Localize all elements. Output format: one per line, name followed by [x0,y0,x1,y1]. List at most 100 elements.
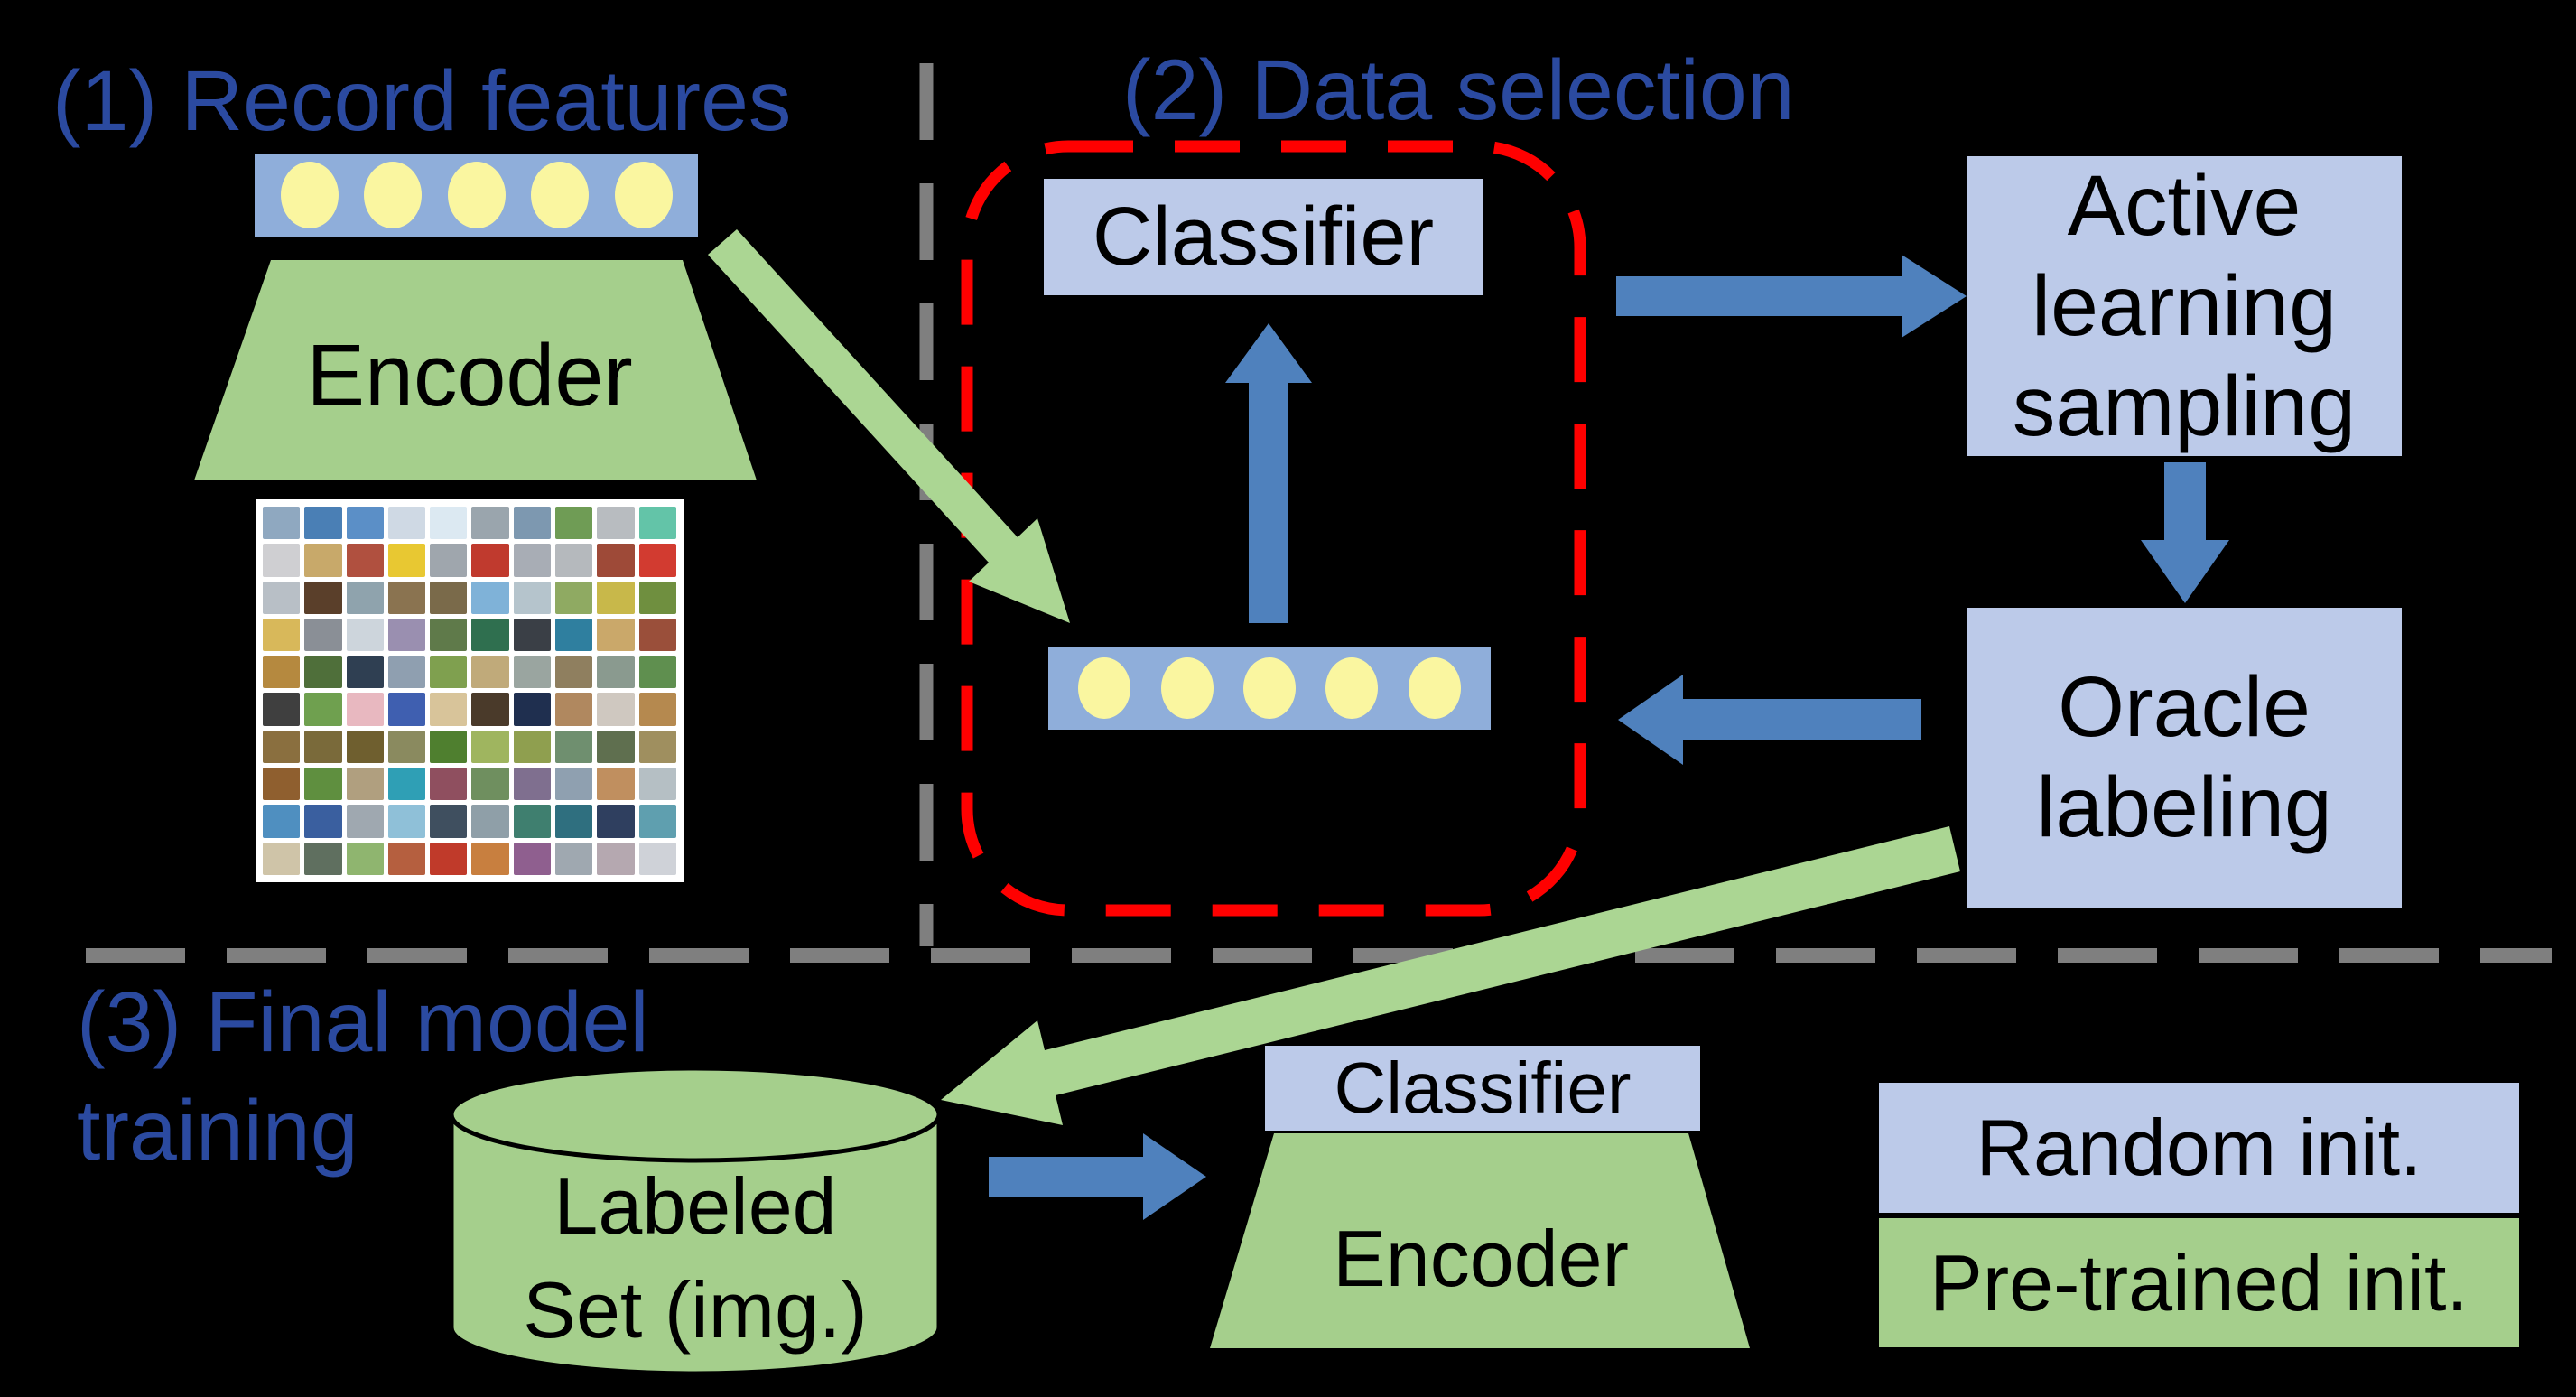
labeled-set-label: Labeled Set (img.) [523,1161,868,1355]
thumbnail-tile [387,618,426,652]
thumbnail-tile [471,842,509,875]
thumbnail-tile [387,581,426,614]
classifier-box-selection: Classifier [1044,179,1483,295]
thumbnail-tile [430,842,468,875]
thumbnail-tile [304,842,342,875]
thumbnail-tile [263,507,301,540]
thumbnail-tile [387,544,426,577]
thumbnail-tile [387,507,426,540]
thumbnail-tile [597,656,635,689]
feature-dot [280,162,339,228]
thumbnail-tile [638,581,676,614]
labeled-set-cylinder-body [451,1114,939,1374]
thumbnail-tile [430,544,468,577]
arrow-oracle-to-selection [1618,675,1921,765]
thumbnail-tile [471,544,509,577]
thumbnail-tile [471,768,509,801]
thumbnail-tile [263,730,301,764]
thumbnail-tile [430,805,468,838]
thumbnail-tile [430,507,468,540]
thumbnail-tile [430,581,468,614]
thumbnail-tile [304,618,342,652]
thumbnail-tile [304,768,342,801]
thumbnail-tile [471,618,509,652]
thumbnail-tile [304,507,342,540]
thumbnail-tile [597,730,635,764]
thumbnail-tile [387,656,426,689]
thumbnail-tile [555,805,593,838]
thumbnail-tile [555,768,593,801]
feature-vector-top [255,154,698,237]
thumbnail-tile [346,507,384,540]
thumbnail-tile [471,693,509,726]
feature-dot [447,162,506,228]
thumbnail-tile [346,805,384,838]
thumbnail-tile [346,768,384,801]
feature-dot [1325,657,1379,719]
thumbnail-tile [263,544,301,577]
thumbnail-tile [638,507,676,540]
thumbnail-tile [597,581,635,614]
thumbnail-tile [555,693,593,726]
thumbnail-tile [513,842,552,875]
thumbnail-tile [555,842,593,875]
thumbnail-tile [471,730,509,764]
thumbnail-tile [346,693,384,726]
feature-vector-selection [1048,647,1491,730]
feature-dot [614,162,673,228]
thumbnail-tile [430,693,468,726]
thumbnail-tile [304,581,342,614]
thumbnail-tile [471,507,509,540]
thumbnail-tile [387,730,426,764]
thumbnail-tile [638,656,676,689]
labeled-set-cylinder-top [449,1066,942,1163]
thumbnail-tile [263,581,301,614]
thumbnail-tile [555,730,593,764]
thumbnail-tile [263,693,301,726]
thumbnail-tile [597,768,635,801]
thumbnail-tile [513,656,552,689]
thumbnail-tile [430,768,468,801]
arrow-encoder-to-selection [708,229,1070,623]
thumbnail-tile [597,507,635,540]
section-2-title: (2) Data selection [1122,42,1795,138]
thumbnail-tile [638,768,676,801]
thumbnail-tile [346,581,384,614]
random-init-box: Random init. [1879,1083,2519,1213]
thumbnail-tile [555,507,593,540]
thumbnail-tile [387,693,426,726]
encoder-bottom-label: Encoder [1333,1214,1629,1303]
thumbnail-tile [638,730,676,764]
arrow-active-to-oracle [2141,462,2229,603]
feature-dot [364,162,422,228]
thumbnail-tile [263,656,301,689]
feature-dot [531,162,589,228]
thumbnail-tile [513,544,552,577]
thumbnail-tile [513,507,552,540]
thumbnail-tile [597,805,635,838]
arrow-feature-to-classifier [1225,323,1312,623]
thumbnail-tile [471,581,509,614]
thumbnail-tile [555,581,593,614]
thumbnail-tile [513,693,552,726]
thumbnail-tile [304,656,342,689]
thumbnail-tile [513,581,552,614]
encoder-trapezoid-top [194,260,757,480]
encoder-top-label: Encoder [306,326,633,424]
thumbnail-tile [346,544,384,577]
thumbnail-tile [638,618,676,652]
feature-dot [1160,657,1214,719]
thumbnail-tile [430,618,468,652]
thumbnail-tile [638,805,676,838]
encoder-trapezoid-bottom [1210,1133,1750,1348]
classifier-box-final: Classifier [1265,1046,1700,1131]
thumbnail-tile [638,693,676,726]
thumbnail-tile [387,768,426,801]
thumbnail-tile [597,842,635,875]
arrow-selection-to-active [1616,255,1967,338]
thumbnail-tile [555,656,593,689]
section-1-title: (1) Record features [52,53,792,149]
thumbnail-tile [555,544,593,577]
